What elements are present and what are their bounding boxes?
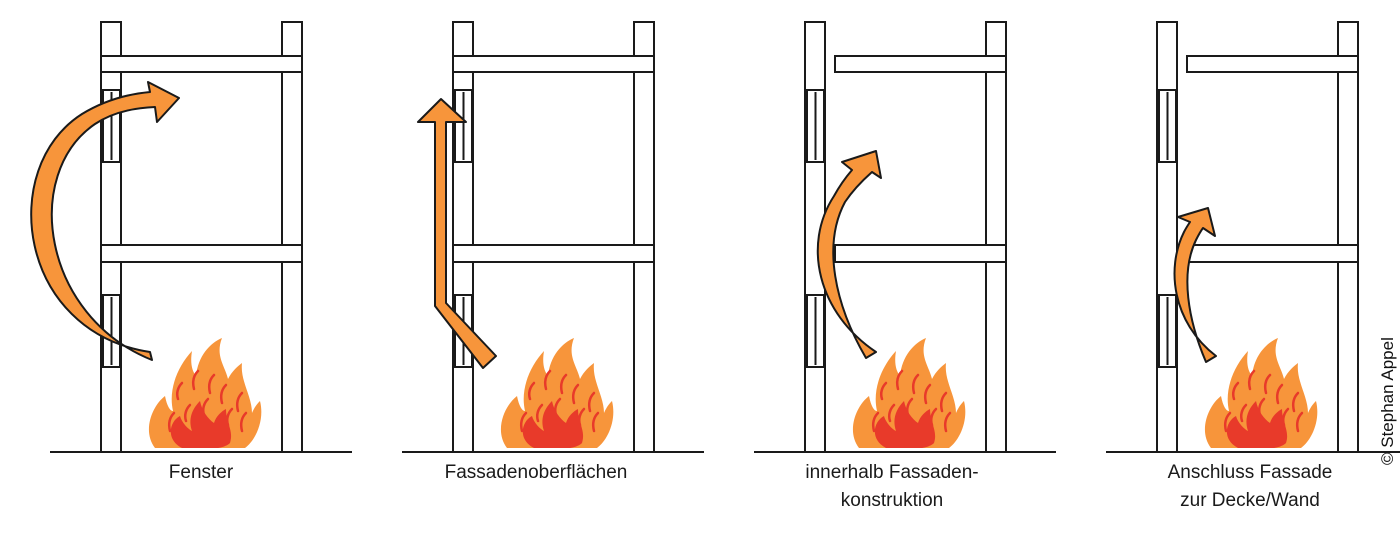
fire-icon	[499, 336, 615, 450]
caption-line: Anschluss Fassade	[1167, 462, 1333, 483]
panel-fassadenoberflaechen	[402, 21, 704, 453]
floor-slab	[1186, 244, 1359, 263]
caption-line: konstruktion	[840, 490, 944, 511]
caption-line: innerhalb Fassaden-	[805, 462, 979, 483]
floor-slab	[452, 244, 655, 263]
floor-slab	[452, 55, 655, 73]
fire-spread-arrow	[816, 150, 882, 359]
caption-fenster: Fenster	[51, 459, 351, 487]
wall-column	[985, 21, 1007, 453]
floor-slab	[834, 55, 1007, 73]
caption-line: Fassadenoberflächen	[444, 462, 628, 483]
outer-wall	[100, 21, 122, 453]
outer-wall	[1156, 21, 1178, 453]
floor-slab	[100, 244, 303, 263]
wall-column	[633, 21, 655, 453]
copyright-credit: © Stephan Appel	[1378, 337, 1397, 465]
fire-spread-arrow	[30, 81, 180, 361]
caption-line: Fenster	[168, 462, 234, 483]
caption-innerhalb-fassadenkonstruktion: innerhalb Fassaden- konstruktion	[742, 459, 1042, 515]
wall-column	[1337, 21, 1359, 453]
panel-fenster	[30, 21, 352, 453]
floor-slab	[1186, 55, 1359, 73]
fire-icon	[1203, 336, 1319, 450]
fire-icon	[147, 336, 263, 450]
outer-wall	[452, 21, 474, 453]
fire-spread-arrow	[417, 98, 497, 369]
wall-column	[281, 21, 303, 453]
floor-slab	[100, 55, 303, 73]
panel-innerhalb-fassadenkonstruktion	[754, 21, 1056, 453]
floor-slab	[834, 244, 1007, 263]
caption-line: zur Decke/Wand	[1180, 490, 1320, 511]
caption-fassadenoberflaechen: Fassadenoberflächen	[386, 459, 686, 487]
fire-spread-arrow	[1173, 207, 1217, 363]
panel-anschluss-fassade	[1106, 21, 1400, 453]
caption-anschluss-fassade: Anschluss Fassade zur Decke/Wand	[1100, 459, 1400, 515]
